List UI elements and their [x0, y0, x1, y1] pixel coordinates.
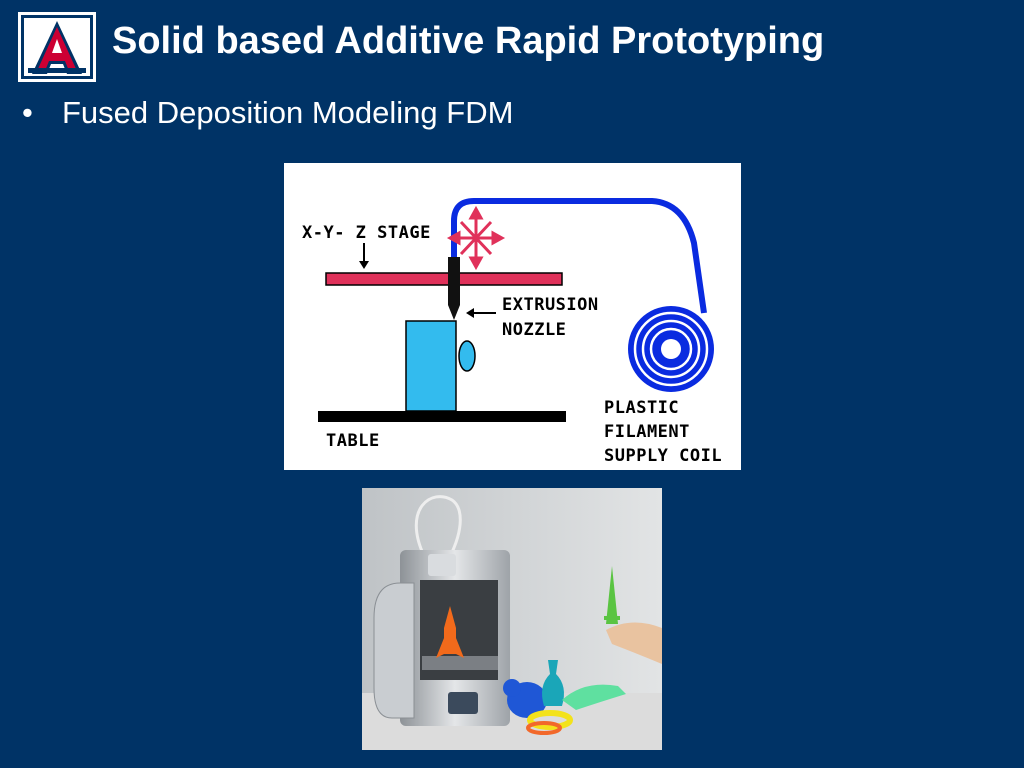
stage-pointer-arrow: [359, 261, 369, 269]
bullet-text: Fused Deposition Modeling FDM: [62, 95, 514, 130]
bullet-item: • Fused Deposition Modeling FDM: [22, 92, 513, 134]
coil-label-line2: FILAMENT: [604, 422, 690, 442]
fdm-schematic: [318, 198, 714, 422]
nozzle-label-line1: EXTRUSION: [502, 295, 599, 315]
xyz-movement-arrows-icon: [446, 205, 506, 271]
supply-coil: [628, 306, 714, 392]
university-logo: [18, 12, 96, 82]
head-knob: [458, 340, 476, 372]
coil-label-line1: PLASTIC: [604, 398, 680, 418]
stage-label: X-Y- Z STAGE: [302, 223, 431, 243]
filament-line: [451, 198, 707, 314]
slide-title: Solid based Additive Rapid Prototyping: [112, 20, 825, 62]
fdm-diagram: X-Y- Z STAGE EXTRUSION NOZZLE TABLE PLAS…: [284, 163, 741, 470]
university-a-logo-icon: [18, 12, 96, 82]
nozzle-label-line2: NOZZLE: [502, 320, 567, 340]
3d-printer-photo: [362, 488, 662, 750]
coil-label-line3: SUPPLY COIL: [604, 446, 723, 466]
bullet-dot: •: [22, 95, 33, 130]
3d-printer-illustration-icon: [362, 488, 662, 750]
table-label: TABLE: [326, 431, 380, 451]
extrusion-nozzle: [448, 257, 460, 305]
xyz-stage-bar: [325, 272, 563, 286]
table-bar: [318, 411, 566, 422]
build-head-block: [405, 320, 457, 412]
nozzle-pointer-arrow: [466, 308, 474, 318]
